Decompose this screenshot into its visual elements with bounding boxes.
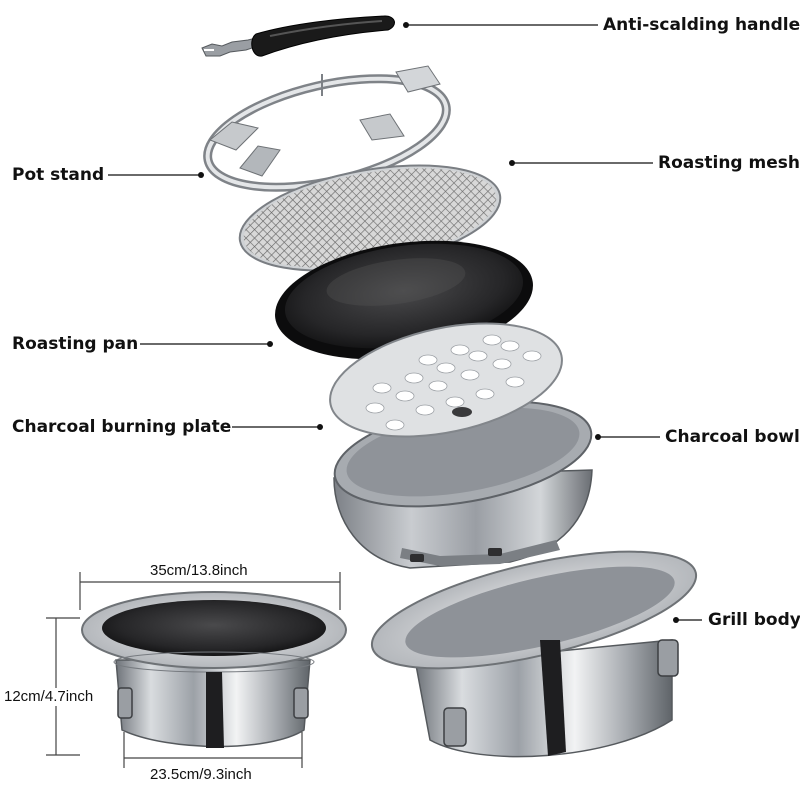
label-charcoal-bowl: Charcoal bowl (665, 427, 800, 447)
label-pot-stand: Pot stand (12, 165, 105, 185)
label-charcoal-burning-plate: Charcoal burning plate (12, 417, 232, 437)
pot-stand-icon (203, 65, 451, 192)
label-anti-scalding-handle: Anti-scalding handle (603, 15, 800, 35)
dimension-diameter: 35cm/13.8inch (150, 562, 248, 579)
leader-lines (108, 24, 702, 621)
dimension-lines (46, 572, 341, 768)
dimension-height: 12cm/4.7inch (4, 688, 94, 706)
handle-icon (201, 15, 395, 57)
assembled-grill-icon (81, 591, 347, 748)
dimension-base: 23.5cm/9.3inch (150, 766, 252, 783)
plate-icon (329, 322, 563, 438)
leader-dots (198, 22, 679, 623)
label-grill-body: Grill body (708, 610, 800, 630)
grill-body-icon (370, 550, 698, 758)
label-roasting-pan: Roasting pan (12, 334, 139, 354)
label-roasting-mesh: Roasting mesh (658, 153, 800, 173)
